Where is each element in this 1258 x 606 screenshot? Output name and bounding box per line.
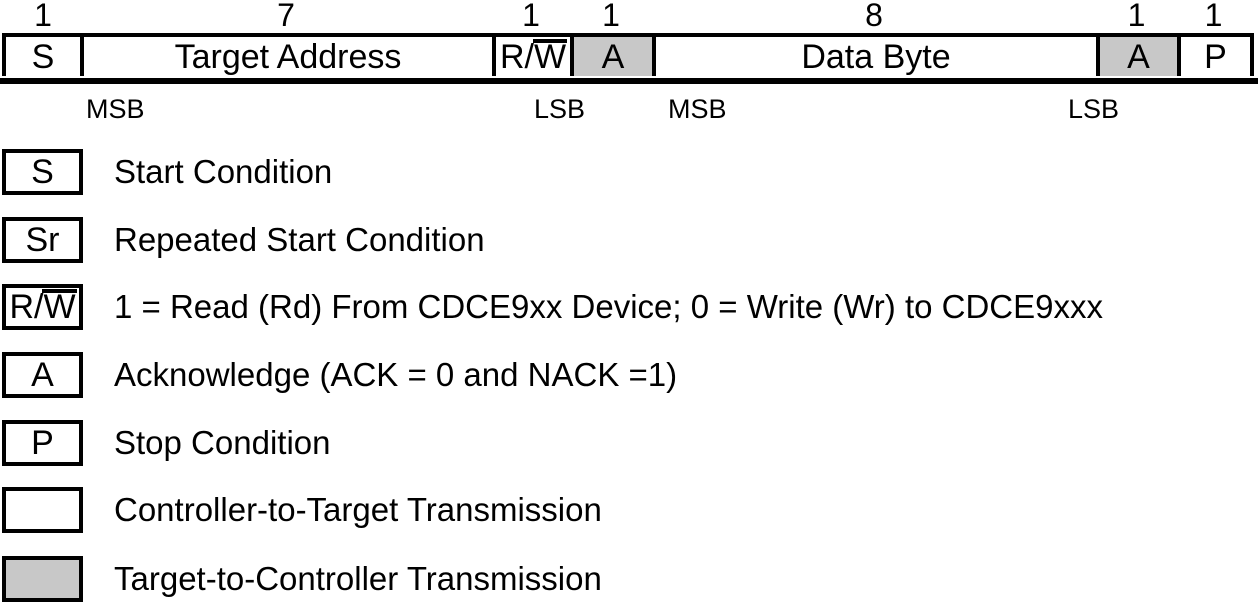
legend-description-repeated-start: Repeated Start Condition bbox=[114, 221, 485, 258]
frame-cell-rw: R/W bbox=[492, 37, 570, 76]
legend-description-rw: 1 = Read (Rd) From CDCE9xx Device; 0 = W… bbox=[114, 288, 1104, 325]
lsb-label-data: LSB bbox=[1068, 94, 1120, 124]
bit-count-start: 1 bbox=[34, 0, 52, 33]
frame-cell-data-byte-label: Data Byte bbox=[801, 37, 951, 76]
legend-symbol-start: S bbox=[31, 153, 54, 191]
legend-symbol-repeated-start: Sr bbox=[25, 221, 60, 259]
frame-cell-start: S bbox=[6, 37, 80, 76]
legend-description-target-to-controller: Target-to-Controller Transmission bbox=[114, 560, 602, 597]
frame-cell-rw-label: R/W bbox=[499, 37, 568, 76]
legend-description-controller-to-target: Controller-to-Target Transmission bbox=[114, 491, 602, 528]
frame-cell-start-label: S bbox=[31, 37, 55, 76]
frame-cell-data-byte: Data Byte bbox=[652, 37, 1096, 76]
frame-cell-target-address: Target Address bbox=[80, 37, 492, 76]
legend-symbol-box-rw: R/W bbox=[2, 284, 83, 330]
bit-count-ack-2: 1 bbox=[1127, 0, 1146, 33]
frame-cell-ack-2: A bbox=[1096, 37, 1177, 76]
legend-overline-w: W bbox=[42, 288, 77, 326]
bit-count-row: 1 7 1 1 8 1 1 bbox=[2, 0, 1258, 33]
bit-count-ack-1: 1 bbox=[602, 0, 620, 33]
legend-row-rw: R/W 1 = Read (Rd) From CDCE9xx Device; 0… bbox=[2, 284, 1103, 330]
rw-prefix: R/ bbox=[499, 37, 534, 76]
legend-description-start: Start Condition bbox=[114, 153, 333, 190]
frame-cell-ack-2-label: A bbox=[1127, 37, 1150, 76]
legend-rw-prefix: R/ bbox=[9, 288, 44, 326]
bit-count-stop: 1 bbox=[1204, 0, 1223, 33]
frame-cell-ack-1: A bbox=[570, 37, 652, 76]
legend-symbol-box-repeated-start: Sr bbox=[2, 217, 83, 263]
legend-swatch-controller-to-target bbox=[2, 487, 83, 533]
legend-row-controller-to-target: Controller-to-Target Transmission bbox=[2, 487, 602, 533]
legend-row-stop: P Stop Condition bbox=[2, 420, 330, 466]
frame-cell-ack-1-label: A bbox=[601, 37, 625, 76]
legend-symbol-acknowledge: A bbox=[31, 356, 54, 394]
legend-symbol-box-stop: P bbox=[2, 420, 83, 466]
frame-cell-stop: P bbox=[1177, 37, 1250, 76]
legend-row-start: S Start Condition bbox=[2, 149, 332, 195]
legend-description-stop: Stop Condition bbox=[114, 424, 331, 461]
legend-symbol-rw: R/W bbox=[9, 288, 77, 326]
msb-label-data: MSB bbox=[668, 94, 727, 124]
bit-count-data-byte: 8 bbox=[865, 0, 883, 33]
legend-row-target-to-controller: Target-to-Controller Transmission bbox=[2, 556, 602, 602]
legend-swatch-target-to-controller bbox=[2, 556, 83, 602]
bit-count-target-address: 7 bbox=[277, 0, 295, 33]
overline-w: W bbox=[532, 37, 568, 76]
frame-row: S Target Address R/W A Data Byte A P bbox=[2, 33, 1254, 76]
msb-label-address: MSB bbox=[86, 94, 145, 124]
frame-cell-target-address-label: Target Address bbox=[174, 37, 402, 76]
frame-cell-stop-label: P bbox=[1204, 37, 1227, 76]
lsb-label-address: LSB bbox=[534, 94, 586, 124]
frame-baseline bbox=[0, 78, 1258, 84]
legend-symbol-stop: P bbox=[31, 424, 54, 462]
legend-symbol-box-start: S bbox=[2, 149, 83, 195]
legend-symbol-box-acknowledge: A bbox=[2, 352, 83, 398]
legend-row-repeated-start: Sr Repeated Start Condition bbox=[2, 217, 485, 263]
bit-count-rw: 1 bbox=[522, 0, 540, 33]
legend-row-acknowledge: A Acknowledge (ACK = 0 and NACK =1) bbox=[2, 352, 677, 398]
legend-description-acknowledge: Acknowledge (ACK = 0 and NACK =1) bbox=[114, 356, 678, 393]
